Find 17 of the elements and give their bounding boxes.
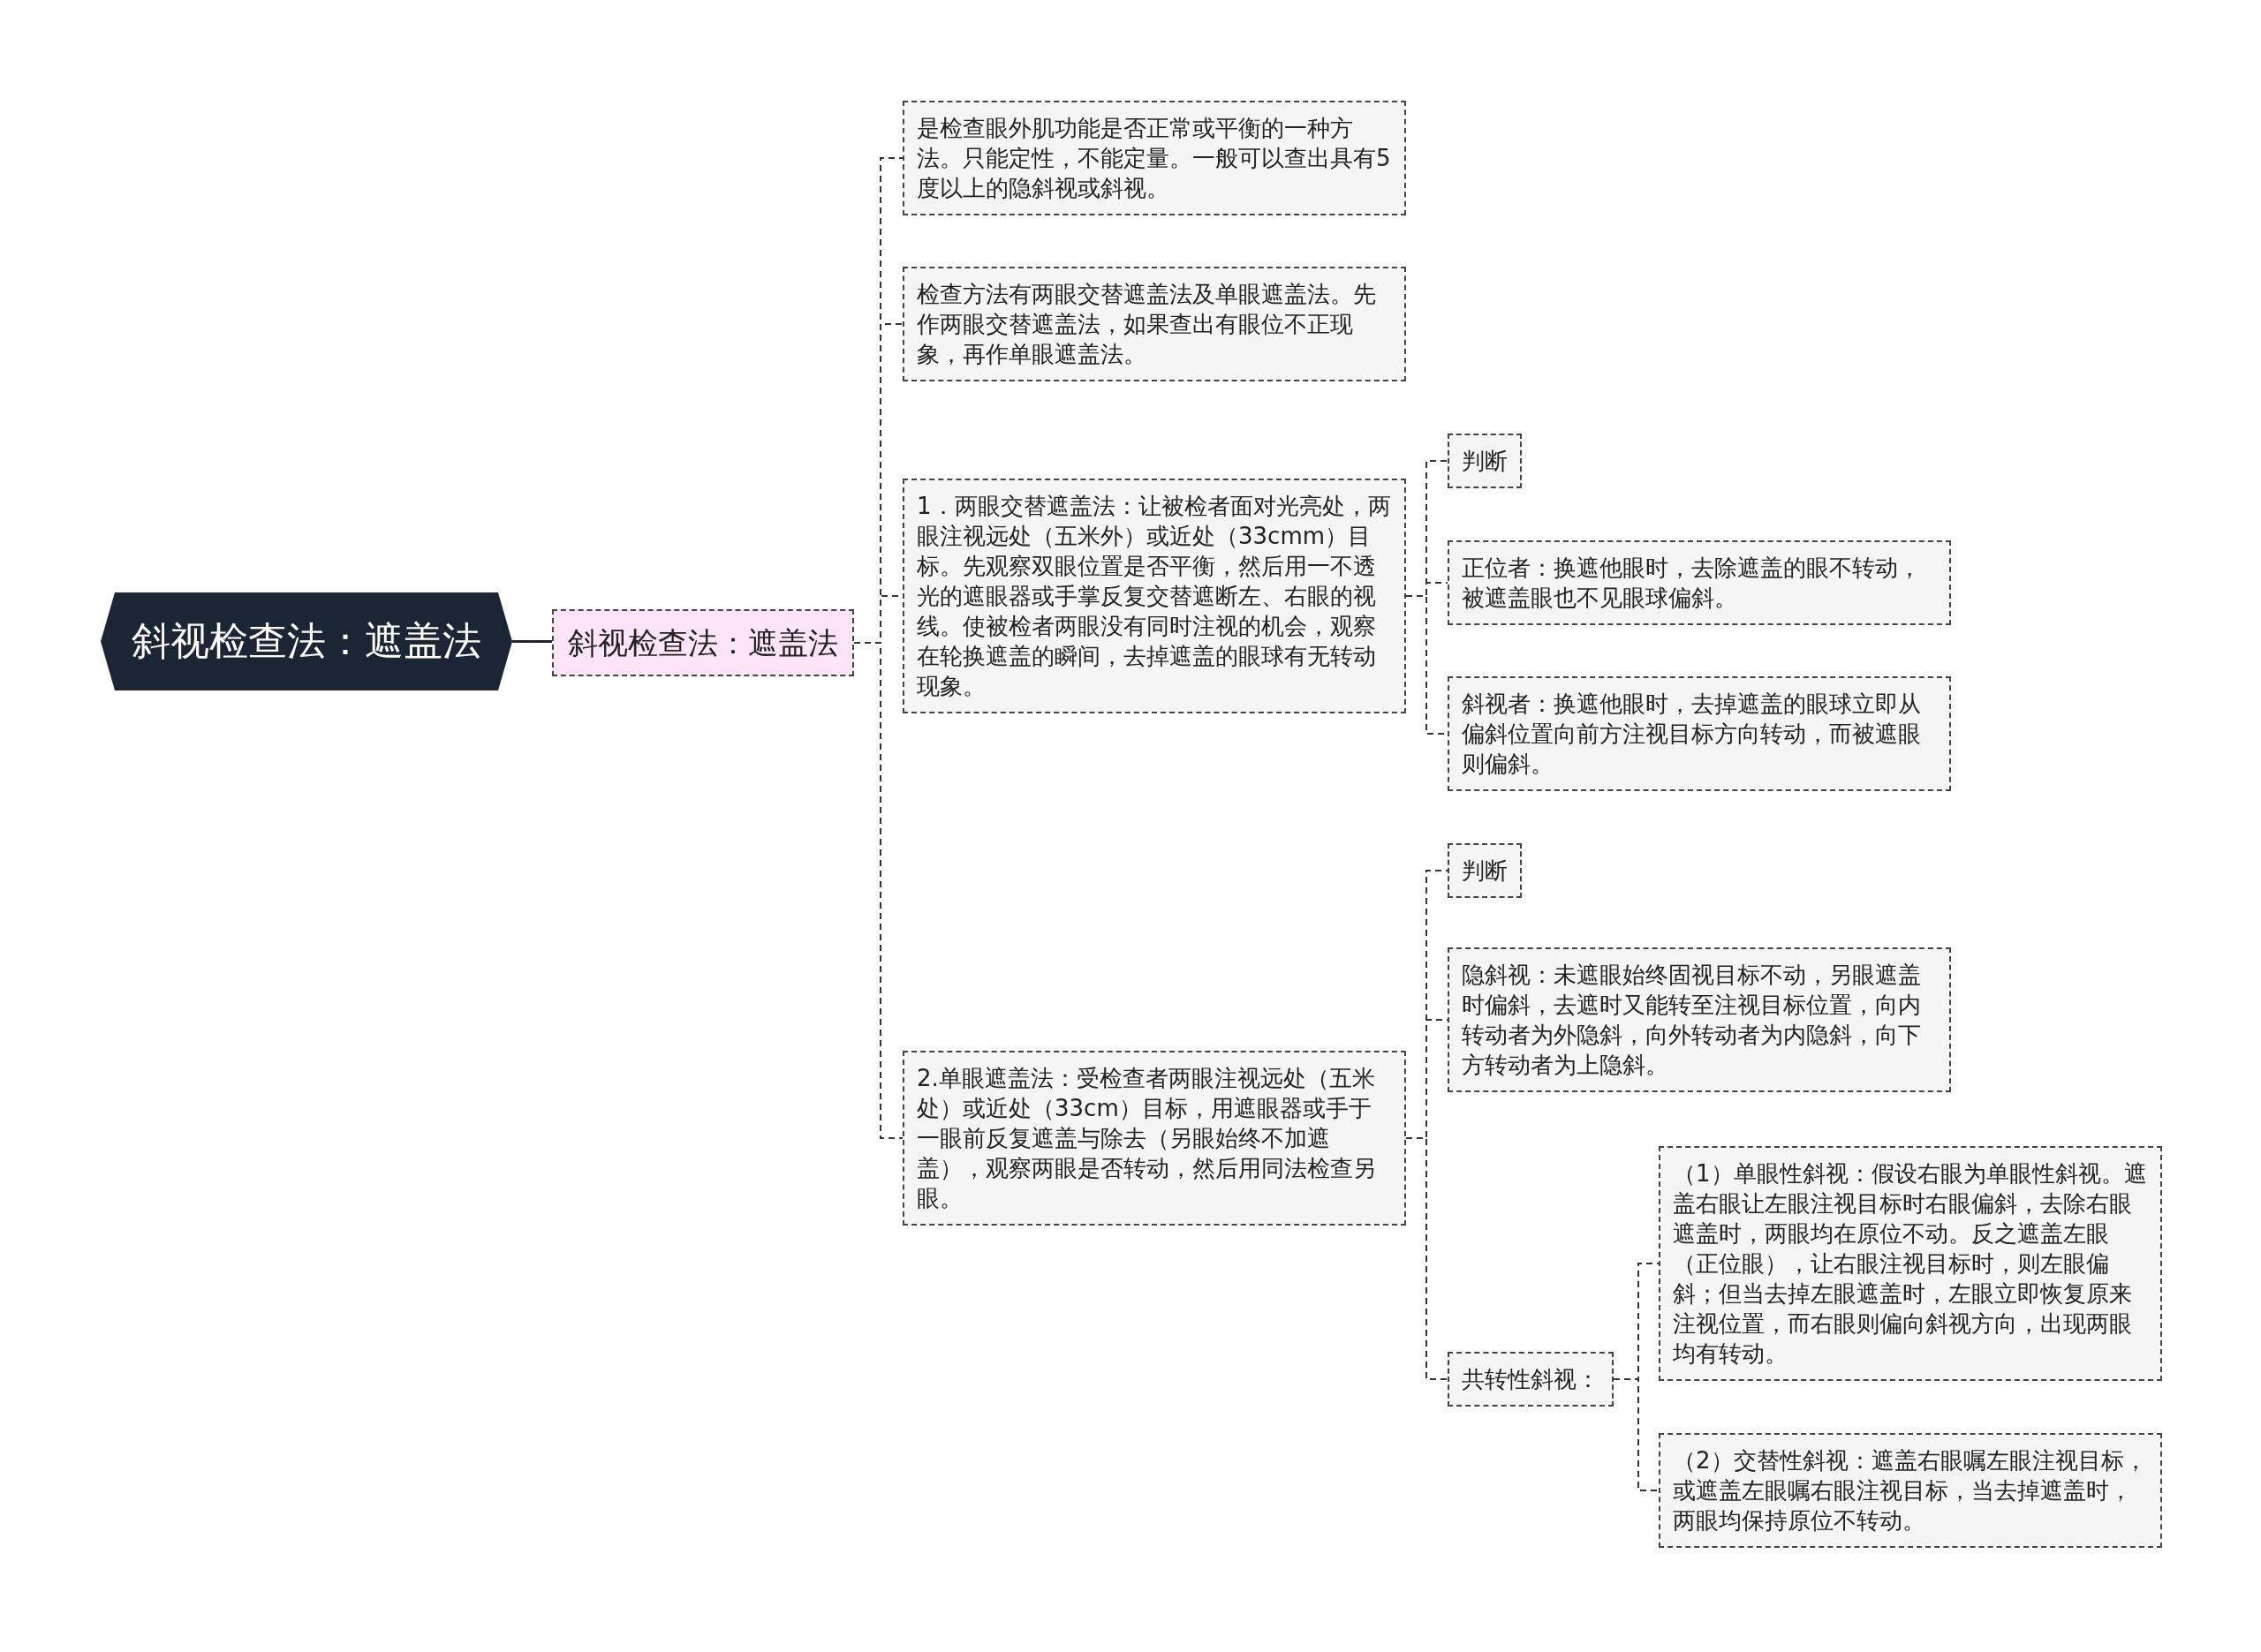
topic-box: 判断 xyxy=(1448,434,1522,488)
connector xyxy=(1405,1137,1448,1380)
topic-box: 检查方法有两眼交替遮盖法及单眼遮盖法。先作两眼交替遮盖法，如果查出有眼位不正现象，再作单眼遮盖法。 xyxy=(903,267,1406,381)
connector xyxy=(512,640,552,643)
topic-box: 是检查眼外肌功能是否正常或平衡的一种方法。只能定性，不能定量。一般可以查出具有5度以上的隐斜视或斜视。 xyxy=(903,101,1406,215)
topic-box: （2）交替性斜视：遮盖右眼嘱左眼注视目标，或遮盖左眼嘱右眼注视目标，当去掉遮盖时，两眼均保持原位不转动。 xyxy=(1659,1433,2162,1548)
topic-box: 隐斜视：未遮眼始终固视目标不动，另眼遮盖时偏斜，去遮时又能转至注视目标位置，向内转动者为外隐斜，向外转动者为内隐斜，向下方转动者为上隐斜。 xyxy=(1448,947,1951,1092)
topic-box: 1．两眼交替遮盖法：让被检者面对光亮处，两眼注视远处（五米外）或近处（33cmm）目标。先观察双眼位置是否平衡，然后用一不透光的遮眼器或手掌反复交替遮断左、右眼的视线。使被检者两眼没有同时注视的机会，观察在轮换遮盖的瞬间，去掉遮盖的眼球有无转动现象。 xyxy=(903,479,1406,713)
topic-box: 斜视者：换遮他眼时，去掉遮盖的眼球立即从偏斜位置向前方注视目标方向转动，而被遮眼则偏斜。 xyxy=(1448,676,1951,791)
topic-box: （1）单眼性斜视：假设右眼为单眼性斜视。遮盖右眼让左眼注视目标时右眼偏斜，去除右眼遮盖时，两眼均在原位不动。反之遮盖左眼（正位眼），让右眼注视目标时，则左眼偏斜；但当去掉左眼遮盖时，左眼立即恢复原来注视位置，而右眼则偏向斜视方向，出现两眼均有转动。 xyxy=(1659,1146,2162,1381)
topic-box: 判断 xyxy=(1448,843,1522,898)
topic-box: 斜视检查法：遮盖法 xyxy=(552,609,854,676)
connector xyxy=(1613,1378,1660,1491)
topic-text: 斜视检查法：遮盖法 xyxy=(132,617,481,665)
topic-box: 正位者：换遮他眼时，去除遮盖的眼不转动，被遮盖眼也不见眼球偏斜。 xyxy=(1448,540,1951,625)
topic-box: 2.单眼遮盖法：受检查者两眼注视远处（五米处）或近处（33cm）目标，用遮眼器或手于一眼前反复遮盖与除去（另眼始终不加遮盖），观察两眼是否转动，然后用同法检查另眼。 xyxy=(903,1051,1406,1226)
topic-box: 共转性斜视： xyxy=(1448,1352,1614,1407)
